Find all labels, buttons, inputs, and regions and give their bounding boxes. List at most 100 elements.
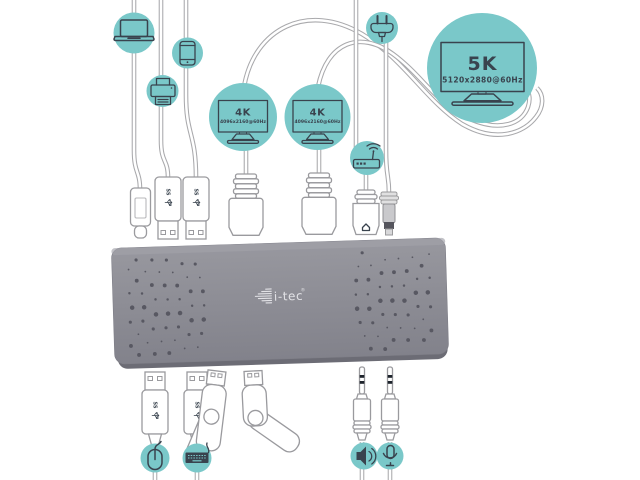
vent-hole bbox=[366, 292, 370, 296]
vent-hole bbox=[358, 320, 362, 325]
vent-hole bbox=[190, 304, 194, 308]
vent-hole bbox=[167, 351, 172, 355]
usb-a-connector-bottom-1 bbox=[142, 372, 168, 445]
microphone-badge bbox=[376, 442, 404, 470]
vent-hole bbox=[366, 277, 371, 282]
vent-hole bbox=[141, 305, 147, 310]
audio-jack-mic bbox=[380, 366, 400, 441]
vent-hole bbox=[134, 278, 139, 283]
laptop-icon bbox=[113, 19, 155, 42]
usb-a-connector-2 bbox=[183, 177, 209, 239]
vent-hole bbox=[200, 331, 204, 336]
vent-hole bbox=[419, 263, 424, 268]
vent-hole bbox=[428, 253, 430, 255]
vent-hole bbox=[137, 333, 140, 336]
vent-hole bbox=[393, 313, 397, 317]
dock-device: i-tec ® bbox=[111, 237, 449, 369]
vent-hole bbox=[166, 298, 169, 301]
itec-logo-chevron bbox=[254, 288, 273, 304]
vent-hole bbox=[381, 312, 385, 317]
vent-hole bbox=[187, 332, 191, 337]
vent-hole bbox=[158, 271, 161, 273]
itec-logo: i-tec ® bbox=[254, 286, 306, 304]
vent-hole bbox=[152, 352, 157, 356]
monitor-4k-badge-left: 4K 4096x2160@60Hz bbox=[209, 83, 277, 151]
vent-hole bbox=[177, 310, 183, 316]
vent-hole bbox=[406, 313, 410, 317]
vent-hole bbox=[183, 347, 186, 350]
vent-hole bbox=[428, 276, 431, 280]
vent-hole bbox=[379, 271, 384, 276]
printer-badge bbox=[146, 75, 179, 107]
audio-jack-speaker bbox=[352, 366, 372, 441]
vent-hole bbox=[406, 338, 411, 342]
vent-hole bbox=[368, 346, 373, 351]
ethernet-rj45-connector bbox=[352, 189, 380, 236]
vent-hole bbox=[383, 347, 388, 351]
vent-hole bbox=[429, 305, 433, 309]
vent-hole bbox=[354, 306, 360, 311]
vent-hole bbox=[193, 262, 197, 266]
vent-hole bbox=[160, 340, 163, 343]
smartphone-badge bbox=[172, 37, 203, 69]
itec-logo-mark: ® bbox=[301, 286, 306, 293]
monitor-5k-badge: 5K 5120x2880@60Hz bbox=[427, 13, 537, 123]
monitor-4k-left-title: 4K bbox=[235, 108, 251, 119]
laptop-badge bbox=[113, 12, 155, 54]
vent-hole bbox=[377, 335, 379, 338]
vent-hole bbox=[411, 256, 414, 259]
vent-hole bbox=[397, 257, 400, 260]
vent-hole bbox=[149, 283, 154, 287]
vent-hole bbox=[378, 298, 383, 304]
monitor-4k-right-resolution: 4096x2160@60Hz bbox=[294, 119, 340, 125]
vent-hole bbox=[140, 292, 144, 295]
vent-hole bbox=[201, 317, 207, 322]
vent-hole bbox=[162, 283, 167, 288]
vent-hole bbox=[129, 343, 133, 348]
vent-hole bbox=[134, 258, 138, 262]
vent-hole bbox=[399, 327, 402, 329]
mouse-icon bbox=[147, 440, 163, 471]
vent-hole bbox=[429, 328, 434, 333]
vent-hole bbox=[128, 291, 131, 295]
usb-c-connector bbox=[129, 187, 152, 239]
vent-hole bbox=[188, 289, 193, 294]
vent-hole bbox=[171, 271, 174, 274]
usb-a-connector-1 bbox=[155, 177, 181, 239]
vent-hole bbox=[422, 318, 425, 321]
vent-hole bbox=[371, 321, 375, 325]
monitor-4k-badge-right: 4K 4096x2160@60Hz bbox=[284, 84, 351, 150]
power-barrel-connector bbox=[379, 191, 399, 236]
keyboard-icon bbox=[185, 442, 210, 463]
vent-hole bbox=[413, 327, 416, 330]
speaker-badge bbox=[350, 442, 378, 470]
vent-hole bbox=[425, 290, 431, 295]
vent-hole bbox=[413, 290, 419, 295]
dock-top-rim bbox=[111, 237, 446, 256]
vent-hole bbox=[176, 325, 181, 329]
vent-holes-right bbox=[354, 251, 434, 351]
monitor-4k-left-resolution: 4096x2160@60Hz bbox=[220, 119, 266, 125]
power-plug-icon bbox=[370, 15, 394, 43]
vent-hole bbox=[415, 277, 419, 281]
vent-hole bbox=[357, 265, 360, 268]
vent-hole bbox=[390, 298, 395, 303]
vent-hole bbox=[360, 251, 364, 255]
vent-hole bbox=[128, 320, 132, 324]
vent-hole bbox=[392, 270, 396, 275]
vent-hole bbox=[196, 346, 199, 349]
vent-hole bbox=[402, 284, 406, 287]
itec-logo-text: i-tec bbox=[274, 289, 304, 304]
vent-hole bbox=[202, 304, 206, 307]
microphone-icon bbox=[382, 444, 398, 467]
vent-hole bbox=[180, 262, 184, 266]
wifi-router-icon bbox=[352, 143, 381, 169]
vent-hole bbox=[127, 268, 130, 271]
vent-hole bbox=[164, 258, 168, 262]
vent-hole bbox=[186, 276, 189, 279]
vent-hole bbox=[386, 326, 389, 329]
usb-flash-drive-2 bbox=[241, 369, 301, 453]
vent-hole bbox=[416, 304, 420, 309]
vent-hole bbox=[370, 264, 372, 267]
